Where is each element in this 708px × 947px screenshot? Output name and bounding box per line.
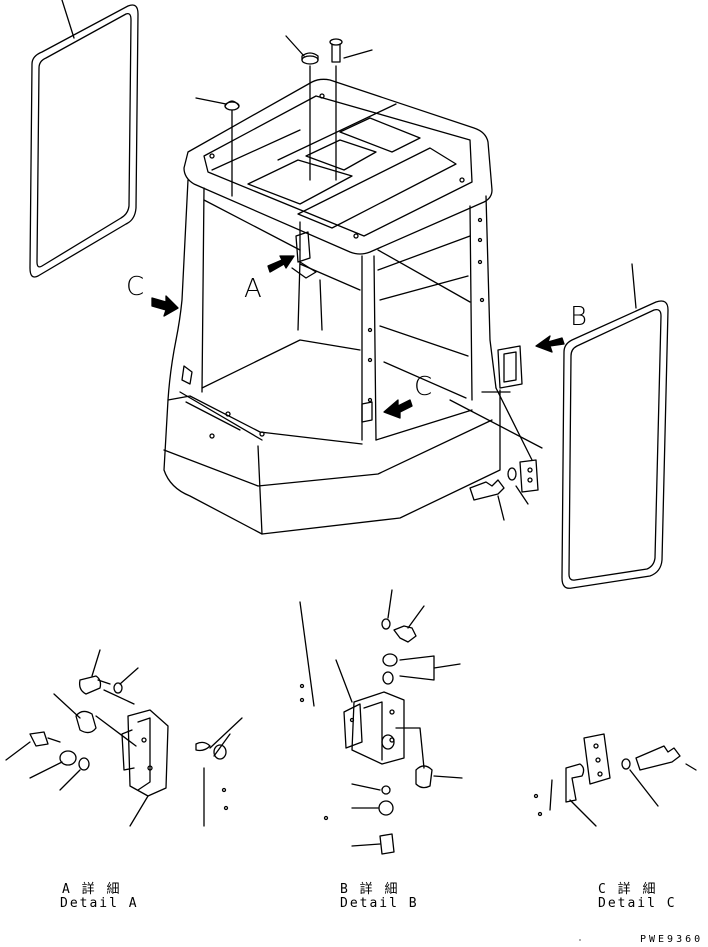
hinge-c-parts — [470, 460, 538, 500]
left-window-seal — [30, 0, 138, 277]
drawing-code: PWE9360 — [640, 934, 704, 945]
view-label-b: B — [570, 302, 588, 332]
detail-b-drawing — [300, 590, 462, 854]
view-label-a: A — [244, 274, 262, 304]
arrow-c-left — [152, 296, 178, 316]
operator-cab — [164, 39, 522, 534]
detail-b-caption-en: Detail B — [340, 896, 419, 911]
detail-b-caption-jp: B 詳 細 — [340, 882, 400, 897]
arrow-a — [268, 256, 294, 272]
right-window-seal — [562, 264, 668, 588]
detail-c-caption-en: Detail C — [598, 896, 677, 911]
detail-a-caption-en: Detail A — [60, 896, 139, 911]
arrow-b — [536, 336, 564, 352]
view-label-c-right: C — [414, 372, 433, 402]
detail-a-drawing — [6, 650, 242, 826]
arrow-c-right — [384, 400, 412, 418]
detail-a-caption-jp: A 詳 細 — [62, 882, 122, 897]
leader-lines — [196, 36, 542, 520]
view-label-c-left: C — [126, 272, 145, 302]
detail-c-caption-jp: C 詳 細 — [598, 882, 658, 897]
view-arrows — [152, 256, 564, 418]
detail-c-drawing — [535, 734, 697, 826]
